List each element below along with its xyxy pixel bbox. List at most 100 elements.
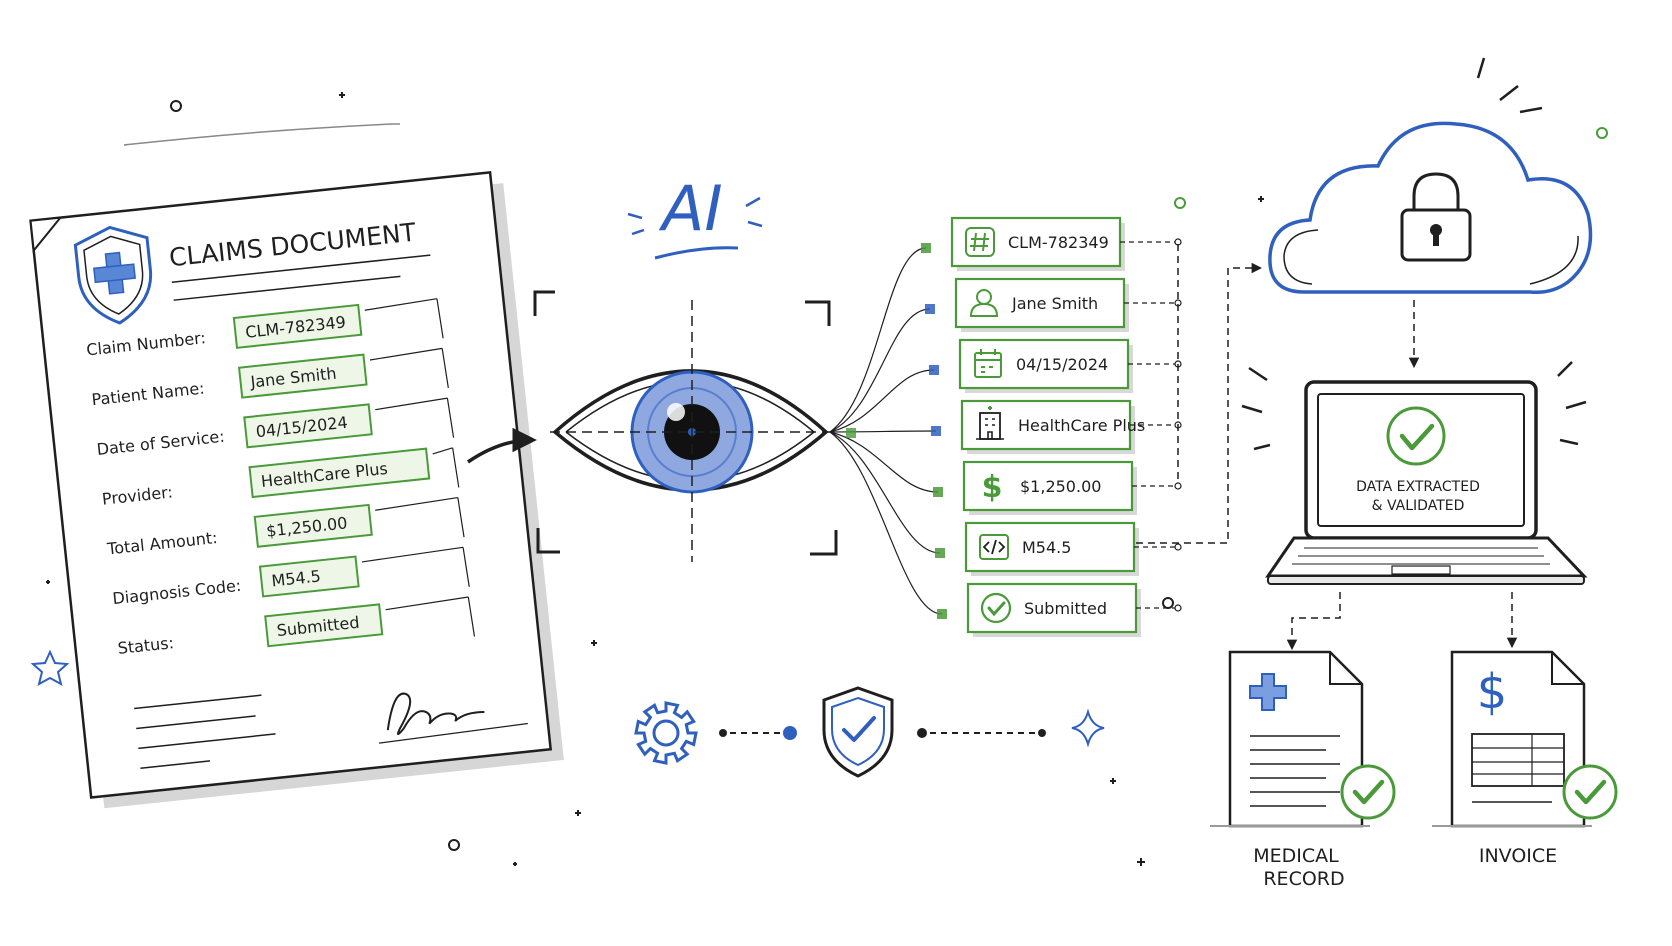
document-fold bbox=[29, 216, 63, 254]
sparkle-decoration bbox=[591, 640, 597, 646]
shield-check-icon bbox=[822, 686, 894, 778]
sparkle-decoration bbox=[575, 810, 581, 816]
field-card-value: 04/15/2024 bbox=[1016, 355, 1108, 374]
extracted-field-card: 04/15/2024 bbox=[958, 338, 1182, 393]
dot-decoration bbox=[1162, 597, 1174, 609]
sparkle-decoration bbox=[513, 862, 517, 866]
check-badge-icon bbox=[1340, 764, 1396, 820]
field-card-value: Jane Smith bbox=[1011, 294, 1098, 313]
laptop-burst-left bbox=[1241, 366, 1271, 451]
dot-decoration bbox=[1174, 197, 1186, 209]
user-icon bbox=[969, 289, 999, 317]
extracted-field-card: M54.5 bbox=[964, 521, 1182, 576]
field-card-box bbox=[966, 582, 1138, 634]
building-icon bbox=[976, 406, 1004, 440]
eye-connector-line bbox=[829, 431, 941, 554]
eye-connector-line bbox=[829, 247, 927, 433]
eye-connector-line bbox=[829, 431, 939, 493]
connector-node bbox=[925, 304, 935, 314]
gear-icon bbox=[634, 701, 698, 765]
eye-connector-line bbox=[829, 430, 937, 433]
secure-cloud bbox=[1268, 121, 1593, 295]
sparkle-decoration bbox=[1110, 778, 1116, 784]
eye-connector-line bbox=[829, 431, 943, 615]
sparkle-decoration bbox=[1258, 196, 1264, 202]
dot-decoration bbox=[448, 839, 460, 851]
laptop: DATA EXTRACTED & VALIDATED bbox=[1265, 380, 1588, 585]
field-card-value: CLM-782349 bbox=[1008, 233, 1109, 252]
ai-badge: AI bbox=[627, 172, 763, 260]
sparkle-decoration bbox=[46, 580, 50, 584]
lock-icon bbox=[1400, 172, 1472, 262]
document-field-value-box bbox=[237, 353, 368, 399]
connector-node bbox=[937, 609, 947, 619]
sparkle-decoration bbox=[1137, 858, 1145, 866]
output-label-line1: INVOICE bbox=[1479, 845, 1557, 867]
document-field-value-box bbox=[248, 447, 431, 499]
cloud-outline bbox=[1268, 121, 1593, 295]
star-icon bbox=[30, 649, 70, 686]
cloud-burst-lines bbox=[1476, 57, 1543, 114]
connector-node bbox=[935, 548, 945, 558]
eye-to-fields-connectors bbox=[829, 243, 947, 619]
shield-cross-icon bbox=[73, 225, 153, 325]
laptop-status-line2: & VALIDATED bbox=[1372, 498, 1465, 514]
connector-node bbox=[931, 426, 941, 436]
dollar-icon: $ bbox=[982, 470, 1003, 505]
field-card-value: HealthCare Plus bbox=[1018, 416, 1145, 435]
extracted-field-card: Submitted bbox=[966, 582, 1182, 637]
validation-flow bbox=[634, 686, 1046, 778]
check-badge-icon bbox=[1562, 764, 1618, 820]
field-card-box bbox=[962, 460, 1134, 512]
ai-label: AI bbox=[658, 172, 723, 245]
decorations bbox=[46, 57, 1608, 866]
laptop-trackpad bbox=[1391, 565, 1451, 575]
extracted-field-card: HealthCare Plus bbox=[960, 399, 1182, 454]
connector-node bbox=[933, 487, 943, 497]
document-field-value-box bbox=[243, 403, 373, 449]
dot-decoration bbox=[170, 100, 182, 112]
dollar-icon: $ bbox=[1477, 664, 1508, 720]
motion-line-decoration bbox=[123, 123, 393, 146]
check-circle-icon bbox=[980, 592, 1012, 624]
output-label-line1: MEDICAL bbox=[1253, 845, 1339, 867]
laptop-to-outputs-connector bbox=[1286, 592, 1518, 651]
extracted-field-card: $ $1,250.00 bbox=[962, 460, 1182, 515]
laptop-burst-right bbox=[1557, 361, 1587, 446]
connector-node bbox=[929, 365, 939, 375]
sparkle-star-icon bbox=[1071, 708, 1105, 748]
signature bbox=[386, 692, 485, 736]
check-circle-icon bbox=[1386, 406, 1446, 466]
calendar-icon bbox=[974, 349, 1002, 378]
fields-to-cloud-connector bbox=[1136, 244, 1263, 544]
dot-decoration bbox=[1596, 127, 1608, 139]
field-card-box bbox=[958, 338, 1130, 390]
connector-node bbox=[921, 243, 931, 253]
field-card-value: $1,250.00 bbox=[1020, 477, 1101, 496]
document-field-value-box bbox=[253, 503, 373, 548]
medical-cross-icon bbox=[1249, 673, 1287, 711]
eye-connector-line bbox=[829, 308, 931, 433]
document-field-row: Provider:HealthCare Plus bbox=[101, 447, 460, 509]
extracted-field-card: Jane Smith bbox=[954, 277, 1182, 332]
svg-text:$: $ bbox=[1477, 664, 1508, 720]
sparkle-decoration bbox=[339, 92, 345, 98]
flow-node bbox=[783, 726, 797, 740]
field-card-value: M54.5 bbox=[1022, 538, 1071, 557]
document-field-value-box bbox=[258, 555, 360, 598]
document-field-value-box bbox=[232, 303, 363, 349]
output-label-line2: RECORD bbox=[1263, 868, 1344, 890]
field-card-value: Submitted bbox=[1024, 599, 1107, 618]
scan-frame bbox=[533, 290, 838, 556]
claims-document: CLAIMS DOCUMENT Claim Number:CLM-782349P… bbox=[29, 171, 564, 809]
invoice-document: $ INVOICE bbox=[1432, 650, 1618, 867]
eye-scanner bbox=[533, 290, 838, 562]
svg-text:$: $ bbox=[982, 470, 1003, 505]
hash-icon bbox=[965, 227, 995, 257]
laptop-status-line1: DATA EXTRACTED bbox=[1356, 479, 1480, 495]
